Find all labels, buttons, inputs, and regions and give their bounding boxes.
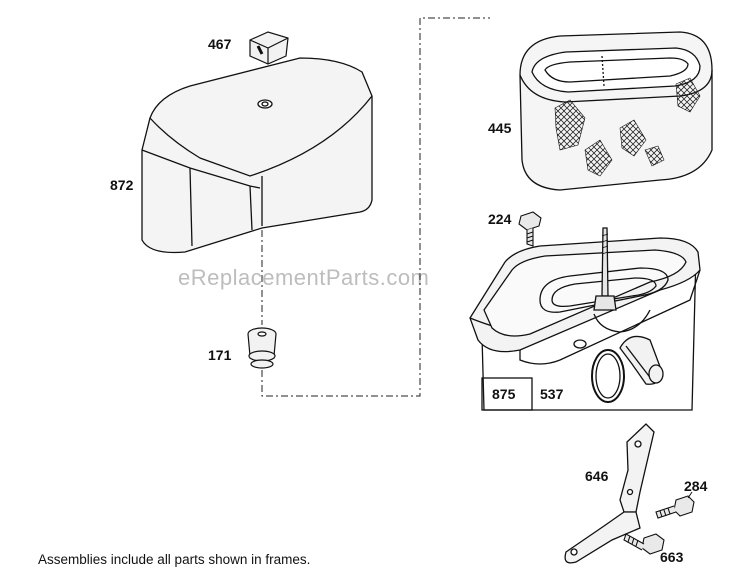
breather-537 xyxy=(591,335,664,403)
assembly-frame-875 xyxy=(481,253,697,411)
footnote: Assemblies include all parts shown in fr… xyxy=(38,552,311,567)
part-label-537: 537 xyxy=(540,386,564,402)
filter-445 xyxy=(519,31,713,191)
screw-663 xyxy=(623,533,665,555)
screw-224 xyxy=(518,211,542,247)
leader-line-284 xyxy=(687,491,693,499)
part-label-663: 663 xyxy=(660,549,684,565)
knob-467 xyxy=(249,31,289,65)
watermark: eReplacementParts.com xyxy=(178,265,429,290)
part-label-284: 284 xyxy=(684,478,708,494)
grommet-171 xyxy=(247,327,277,369)
connection-lines xyxy=(261,17,490,397)
part-label-171: 171 xyxy=(208,347,232,363)
part-label-875: 875 xyxy=(492,386,516,402)
part-label-646: 646 xyxy=(585,468,609,484)
bracket-646 xyxy=(564,423,655,564)
part-label-445: 445 xyxy=(488,120,512,136)
part-label-224: 224 xyxy=(488,211,512,227)
cover-872 xyxy=(141,57,373,254)
base-assembly-875 xyxy=(469,227,701,365)
part-label-467: 467 xyxy=(208,36,232,52)
part-label-872: 872 xyxy=(110,177,134,193)
screw-284 xyxy=(655,495,695,519)
